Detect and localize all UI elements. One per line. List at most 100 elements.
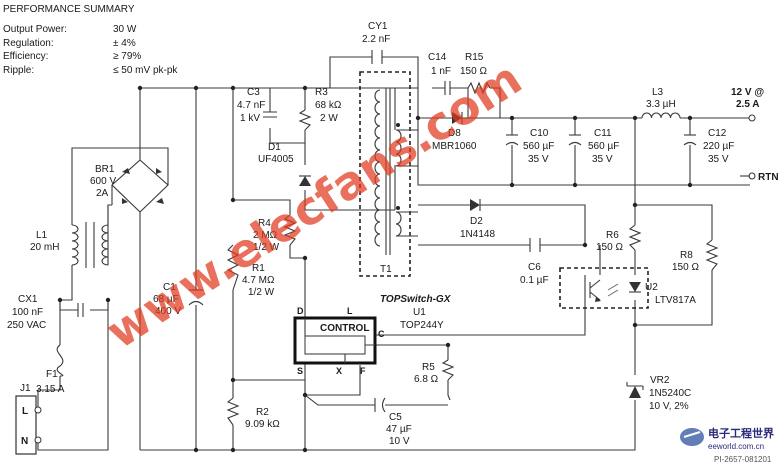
c1-value: 68 µF xyxy=(153,294,179,305)
u1-ref: U1 xyxy=(413,307,426,318)
r6-ref: R6 xyxy=(606,230,619,241)
bridge-rectifier-br1: BR1 600 V 2A xyxy=(90,159,169,235)
resistor-r6: R6 150 Ω xyxy=(596,205,642,253)
u1-control-label: CONTROL xyxy=(320,323,369,334)
diode-d8: D8 MBR1060 xyxy=(432,112,500,152)
t1-ref: T1 xyxy=(380,264,392,275)
r3-rating: 2 W xyxy=(320,113,338,124)
r5-value: 6.8 Ω xyxy=(414,374,439,385)
c10-rating: 35 V xyxy=(528,154,549,165)
r8-ref: R8 xyxy=(680,250,693,261)
badge-chinese: 电子工程世界 xyxy=(708,426,774,440)
r4-ref: R4 xyxy=(258,218,271,229)
c11-ref: C11 xyxy=(594,128,612,139)
spec-label: Ripple: xyxy=(3,65,34,76)
u1-pin-f: F xyxy=(360,366,366,376)
c11-rating: 35 V xyxy=(592,154,613,165)
u1-pin-x: X xyxy=(336,366,342,376)
f1-ref: F1 xyxy=(46,369,58,380)
spec-label: Efficiency: xyxy=(3,51,48,62)
u1-family: TOPSwitch-GX xyxy=(380,294,452,305)
performance-summary: PERFORMANCE SUMMARY Output Power: 30 W R… xyxy=(3,4,178,76)
u1-pin-l: L xyxy=(347,306,353,316)
capacitor-cx1: CX1 100 nF 250 VAC xyxy=(7,294,108,331)
capacitor-c12: C12 220 µF 35 V xyxy=(683,128,734,165)
spec-value: ≤ 50 mV pk-pk xyxy=(113,65,178,76)
c5-value: 47 µF xyxy=(386,424,412,435)
diode-d2: D2 1N4148 xyxy=(460,199,495,240)
c10-ref: C10 xyxy=(530,128,549,139)
d2-value: 1N4148 xyxy=(460,229,495,240)
cx1-value: 100 nF xyxy=(12,307,43,318)
c6-ref: C6 xyxy=(528,262,541,273)
rtn-label: RTN xyxy=(758,172,779,183)
spec-label: Output Power: xyxy=(3,24,67,35)
capacitor-c6: C6 0.1 µF xyxy=(520,238,549,286)
spec-label: Regulation: xyxy=(3,38,54,49)
fuse-f1: F1 3.15 A xyxy=(36,344,65,395)
br1-ref: BR1 xyxy=(95,164,115,175)
c3-ref: C3 xyxy=(247,87,260,98)
r4-rating: 1/2 W xyxy=(253,242,280,253)
cx1-rating: 250 VAC xyxy=(7,320,46,331)
spec-value: ± 4% xyxy=(113,38,136,49)
u2-ref: U2 xyxy=(645,282,658,293)
r6-value: 150 Ω xyxy=(596,242,623,253)
capacitor-c14: C14 1 nF xyxy=(428,52,451,95)
diode-d1: D1 UF4005 xyxy=(258,142,311,186)
capacitor-cy1: CY1 2.2 nF xyxy=(362,21,390,64)
u2-value: LTV817A xyxy=(655,295,696,306)
c1-ref: C1 xyxy=(163,282,176,293)
r1-value: 4.7 MΩ xyxy=(242,275,275,286)
c5-rating: 10 V xyxy=(389,436,410,447)
inductor-l3: L3 3.3 µH xyxy=(641,87,681,119)
capacitor-c10: C10 560 µF 35 V xyxy=(505,128,554,165)
cy1-value: 2.2 nF xyxy=(362,34,390,45)
c14-ref: C14 xyxy=(428,52,447,63)
resistor-r5: R5 6.8 Ω xyxy=(414,359,455,385)
badge-url: eeworld.com.cn xyxy=(708,442,764,451)
d1-value: UF4005 xyxy=(258,154,294,165)
vr2-rating: 10 V, 2% xyxy=(649,401,689,412)
l1-value: 20 mH xyxy=(30,242,59,253)
resistor-r15: R15 150 Ω xyxy=(460,52,491,95)
resistor-r8: R8 150 Ω xyxy=(672,239,719,273)
c12-rating: 35 V xyxy=(708,154,729,165)
resistor-r4: R4 2 MΩ 1/2 W xyxy=(253,214,297,253)
inductor-l1: L1 20 mH xyxy=(30,205,109,268)
resistor-r3: R3 68 kΩ 2 W xyxy=(298,87,342,131)
capacitor-c11: C11 560 µF 35 V xyxy=(568,128,619,165)
d2-ref: D2 xyxy=(470,216,483,227)
spec-value: 30 W xyxy=(113,24,137,35)
doc-id: PI-2657-081201 xyxy=(714,455,772,462)
c14-value: 1 nF xyxy=(431,66,451,77)
cy1-ref: CY1 xyxy=(368,21,388,32)
junction-dots xyxy=(57,85,693,453)
c12-value: 220 µF xyxy=(703,141,734,152)
capacitor-c5: C5 47 µF 10 V xyxy=(374,397,412,447)
l1-ref: L1 xyxy=(36,230,48,241)
c10-value: 560 µF xyxy=(523,141,554,152)
spec-value: ≥ 79% xyxy=(113,51,141,62)
vr2-ref: VR2 xyxy=(650,375,670,386)
cx1-ref: CX1 xyxy=(18,294,38,305)
u1-part: TOP244Y xyxy=(400,320,444,331)
r2-ref: R2 xyxy=(256,407,269,418)
output-terminals: 12 V @ 2.5 A RTN xyxy=(731,87,779,183)
c3-rating: 1 kV xyxy=(240,113,260,124)
transformer-t1: T1 xyxy=(359,71,418,277)
r2-value: 9.09 kΩ xyxy=(245,419,280,430)
u1-pin-c: C xyxy=(378,329,385,339)
u1-pin-s: S xyxy=(297,366,303,376)
vr2-value: 1N5240C xyxy=(649,388,691,399)
c11-value: 560 µF xyxy=(588,141,619,152)
resistor-r1: R1 4.7 MΩ 1/2 W xyxy=(226,244,275,298)
j1-pin-l: L xyxy=(22,406,28,417)
capacitor-c1: C1 68 µF 400 V xyxy=(153,282,204,317)
optocoupler-u2: U2 LTV817A xyxy=(559,267,696,309)
r5-ref: R5 xyxy=(422,362,435,373)
c5-ref: C5 xyxy=(389,412,402,423)
j1-ref: J1 xyxy=(20,383,31,394)
